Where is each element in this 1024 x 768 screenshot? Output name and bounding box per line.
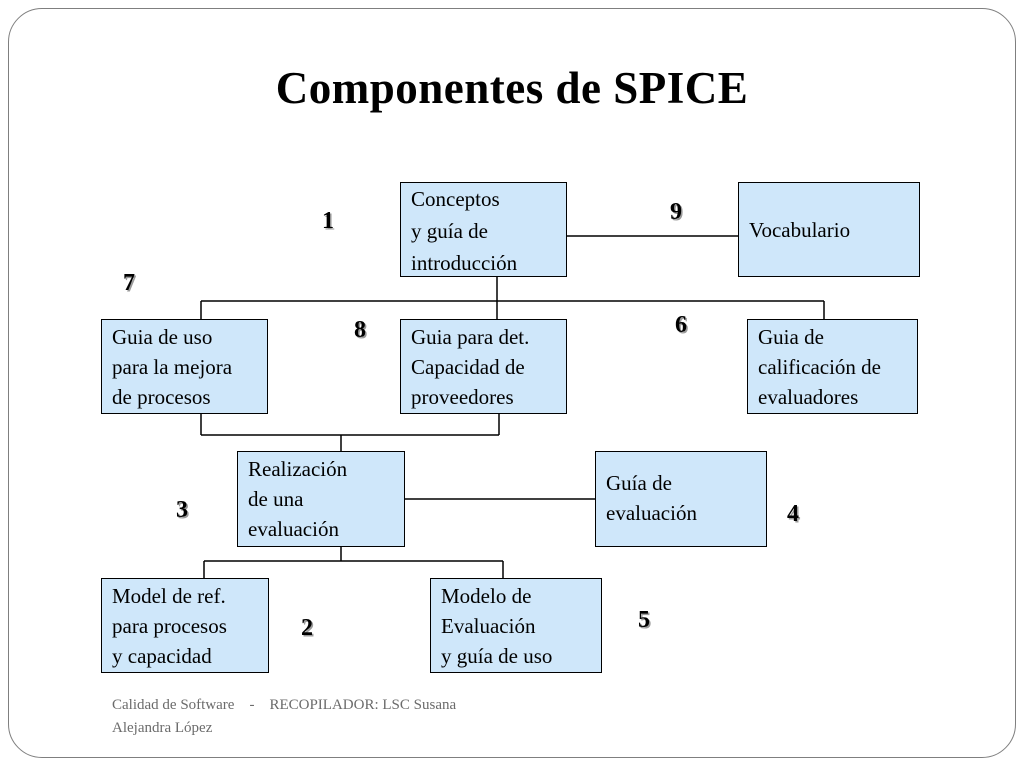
box-conceptos: Conceptos y guía de introducción — [400, 182, 567, 277]
box-realizacion: Realización de una evaluación — [237, 451, 405, 547]
box-conceptos-line-3: introducción — [411, 251, 518, 275]
number-2: 2 — [301, 615, 313, 641]
box-guia-proveedores-line-3: proveedores — [411, 385, 514, 409]
number-6: 6 — [675, 312, 687, 338]
box-conceptos-line-1: Conceptos — [411, 187, 500, 211]
box-guia-proveedores: Guia para det. Capacidad de proveedores — [400, 319, 567, 414]
number-7: 7 — [123, 270, 135, 296]
box-guia-mejora-line-1: Guia de uso — [112, 325, 213, 349]
box-guia-evaluacion: Guía de evaluación — [595, 451, 767, 547]
box-conceptos-line-2: y guía de — [411, 219, 488, 243]
number-5: 5 — [638, 607, 650, 633]
box-realizacion-line-1: Realización — [248, 457, 348, 481]
number-4: 4 — [787, 501, 799, 527]
box-guia-evaluacion-line-2: evaluación — [606, 501, 697, 525]
number-8: 8 — [354, 317, 366, 343]
box-modelo-evaluacion: Modelo de Evaluación y guía de uso — [430, 578, 602, 673]
slide-frame — [8, 8, 1016, 758]
footer-line-2: Alejandra López — [112, 720, 213, 736]
box-vocabulario: Vocabulario — [738, 182, 920, 277]
box-guia-calificacion-line-1: Guia de — [758, 325, 824, 349]
box-vocabulario-line-1: Vocabulario — [749, 217, 851, 242]
box-guia-evaluacion-line-1: Guía de — [606, 471, 672, 495]
box-guia-proveedores-line-1: Guia para det. — [411, 325, 530, 349]
box-modelo-evaluacion-line-2: Evaluación — [441, 614, 536, 638]
number-1: 1 — [322, 208, 334, 234]
box-modelo-evaluacion-line-1: Modelo de — [441, 584, 532, 608]
number-9: 9 — [670, 199, 682, 225]
footer-line-1: Calidad de Software - RECOPILADOR: LSC S… — [112, 697, 457, 713]
box-guia-calificacion-line-3: evaluadores — [758, 385, 859, 409]
box-model-ref-line-3: y capacidad — [112, 644, 212, 668]
box-modelo-evaluacion-line-3: y guía de uso — [441, 644, 553, 668]
box-model-ref-line-1: Model de ref. — [112, 584, 226, 608]
box-guia-proveedores-line-2: Capacidad de — [411, 355, 525, 379]
slide-footer: Calidad de Software - RECOPILADOR: LSC S… — [112, 694, 542, 740]
box-guia-calificacion: Guia de calificación de evaluadores — [747, 319, 918, 414]
box-guia-calificacion-line-2: calificación de — [758, 355, 882, 379]
box-guia-mejora-line-3: de procesos — [112, 385, 211, 409]
number-3: 3 — [176, 497, 188, 523]
box-realizacion-line-3: evaluación — [248, 517, 339, 541]
slide-title: Componentes de SPICE — [275, 63, 749, 113]
box-realizacion-line-2: de una — [248, 487, 304, 511]
box-model-ref-line-2: para procesos — [112, 614, 227, 638]
box-guia-mejora: Guia de uso para la mejora de procesos — [101, 319, 268, 414]
box-guia-mejora-line-2: para la mejora — [112, 355, 233, 379]
box-model-ref: Model de ref. para procesos y capacidad — [101, 578, 269, 673]
